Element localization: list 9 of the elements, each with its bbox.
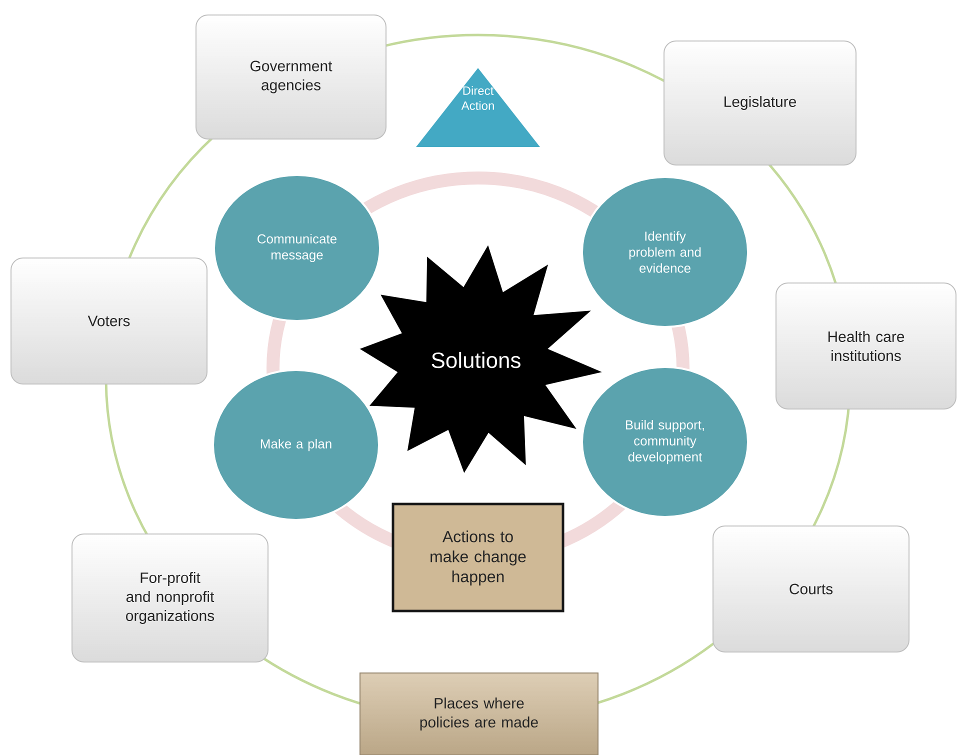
place-box: Legislature — [664, 40, 857, 166]
place-box: For-profit and nonprofit organizations — [72, 534, 268, 662]
place-box: Health care institutions — [776, 282, 957, 410]
place-box: Courts — [712, 526, 910, 652]
actions-box: Actions to make change happen — [392, 502, 564, 612]
place-box: Government agencies — [196, 14, 386, 140]
place-box: Voters — [10, 258, 208, 384]
direct-action-triangle: Direct Action — [416, 68, 540, 147]
places-box: Places where policies are made — [360, 672, 598, 755]
